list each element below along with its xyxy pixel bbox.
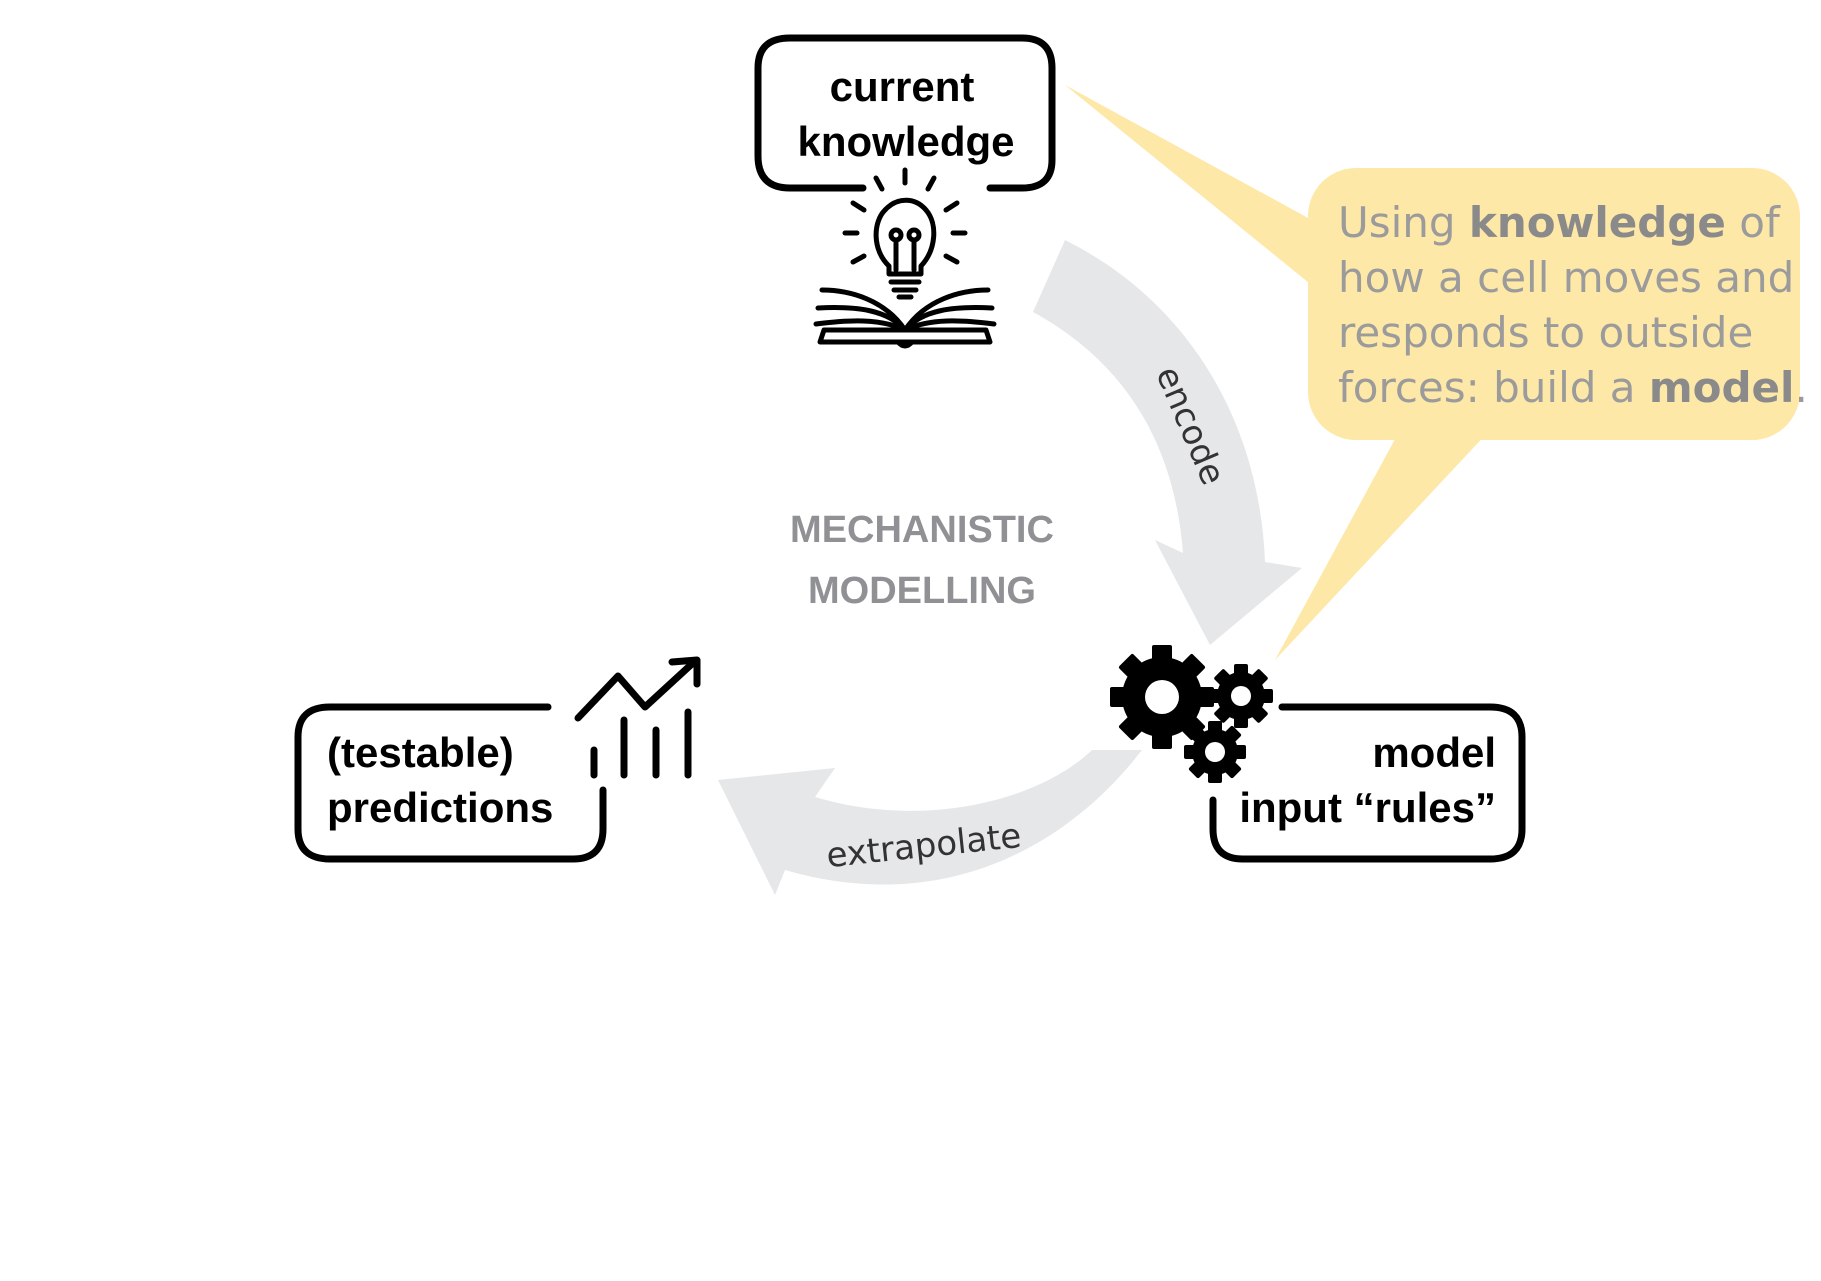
callout-text: Using knowledge of how a cell moves and …	[1338, 198, 1808, 412]
callout-bubble: Using knowledge of how a cell moves and …	[1065, 85, 1808, 660]
callout-pointer-top	[1065, 85, 1330, 300]
encode-arrow-shape	[1033, 240, 1302, 645]
gear-small-top-icon	[1209, 664, 1273, 728]
extrapolate-arrow: extrapolate	[718, 750, 1142, 895]
predictions-box-frame	[294, 703, 607, 863]
gear-small-bottom-icon	[1184, 721, 1246, 783]
callout-pointer-bottom	[1275, 430, 1490, 660]
knowledge-box: current knowledge	[754, 34, 1056, 349]
extrapolate-arrow-shape	[718, 750, 1142, 895]
knowledge-label-line2: knowledge	[797, 118, 1014, 165]
knowledge-box-frame	[754, 34, 1056, 192]
model-box-frame	[1209, 703, 1526, 863]
knowledge-label-line1: current	[830, 63, 975, 110]
model-label-line2: input “rules”	[1239, 784, 1496, 831]
model-box: model input “rules”	[1110, 645, 1526, 863]
model-label-line1: model	[1372, 729, 1496, 776]
predictions-label-line2: predictions	[327, 784, 553, 831]
lightbulb-book-icon	[813, 167, 997, 349]
encode-arrow: encode	[1033, 240, 1302, 645]
center-title-line2: MODELLING	[808, 570, 1036, 612]
center-title-line1: MECHANISTIC	[790, 509, 1054, 551]
trend-chart-icon	[574, 656, 701, 779]
predictions-box: (testable) predictions	[294, 656, 701, 863]
center-title: MECHANISTIC MODELLING	[790, 509, 1054, 612]
gears-icon	[1110, 645, 1273, 783]
callout-box	[1308, 168, 1800, 440]
predictions-label-line1: (testable)	[327, 729, 514, 776]
gear-large-icon	[1110, 645, 1214, 749]
